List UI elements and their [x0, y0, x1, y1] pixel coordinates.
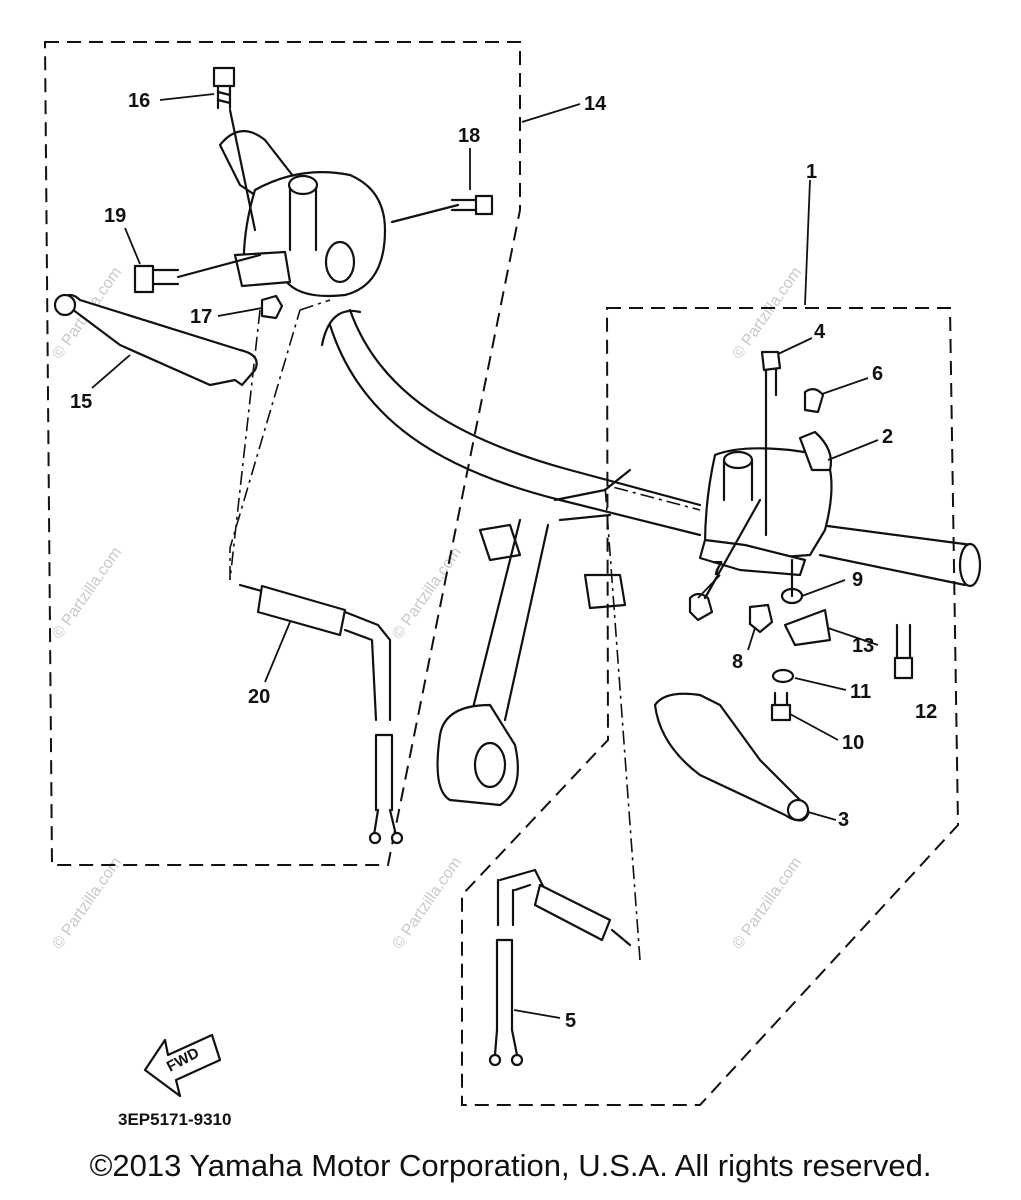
- callout-13: 13: [852, 635, 874, 657]
- right-switch-assembly: [653, 350, 914, 822]
- screw-12-head: [893, 656, 914, 680]
- callout-8: 8: [732, 651, 743, 673]
- callout-9: 9: [852, 569, 863, 591]
- nut-8: [748, 603, 774, 634]
- leader-lines: [91, 93, 879, 1019]
- callout-16: 16: [128, 90, 150, 112]
- assembly-box-left: [43, 41, 521, 866]
- callout-18: 18: [458, 125, 480, 147]
- callout-10: 10: [842, 732, 864, 754]
- watermark: © Partzilla.com: [389, 544, 465, 642]
- callout-15: 15: [70, 391, 92, 413]
- screw-10-head: [770, 703, 792, 722]
- callout-6: 6: [872, 363, 883, 385]
- right-switch-button: [722, 450, 754, 470]
- screw-4-head: [760, 350, 782, 372]
- watermark: © Partzilla.com: [729, 264, 805, 362]
- callout-3: 3: [838, 809, 849, 831]
- callout-14: 14: [584, 93, 607, 115]
- nut-17: [260, 294, 284, 320]
- cable-20-plunger: [256, 584, 347, 637]
- callout-7: 7: [712, 558, 723, 580]
- callout-4: 4: [814, 321, 826, 343]
- watermark: © Partzilla.com: [389, 854, 465, 952]
- left-switch-assembly: [53, 66, 494, 387]
- washer-11: [771, 668, 795, 684]
- watermark: © Partzilla.com: [729, 854, 805, 952]
- copyright-notice: ©2013 Yamaha Motor Corporation, U.S.A. A…: [89, 1148, 932, 1183]
- callout-labels: 16 14 18 19 17 15 1 4 6 2 7 9 8 13 11 12…: [70, 90, 937, 1032]
- forward-direction-arrow: FWD: [143, 1033, 222, 1098]
- steering-column: [436, 468, 632, 807]
- watermark: © Partzilla.com: [49, 544, 125, 642]
- callout-2: 2: [882, 426, 893, 448]
- lever-15: [58, 293, 258, 387]
- cable-20: [229, 299, 404, 845]
- screw-18-head: [474, 194, 494, 216]
- callout-20: 20: [248, 686, 270, 708]
- cable-5: [488, 483, 701, 1067]
- handlebar: [320, 308, 982, 588]
- watermark: © Partzilla.com: [49, 854, 125, 952]
- lever-3: [653, 692, 810, 822]
- screw-16-head: [212, 66, 236, 88]
- callout-1: 1: [806, 161, 817, 183]
- screw-6-head: [803, 388, 825, 414]
- callout-17: 17: [190, 306, 212, 328]
- callout-5: 5: [565, 1010, 576, 1032]
- callout-19: 19: [104, 205, 126, 227]
- screw-19-head: [133, 264, 155, 294]
- bracket-13: [783, 608, 832, 647]
- handlebar-end: [958, 542, 982, 588]
- left-switch-button: [287, 174, 319, 196]
- right-switch-housing: [703, 447, 833, 562]
- screw-7-head: [688, 592, 714, 622]
- assembly-box-right: [461, 307, 960, 1106]
- callout-11: 11: [850, 681, 871, 703]
- part-code: 3EP5171-9310: [118, 1110, 231, 1129]
- cable-5-plunger: [533, 883, 612, 942]
- callout-12: 12: [915, 701, 937, 723]
